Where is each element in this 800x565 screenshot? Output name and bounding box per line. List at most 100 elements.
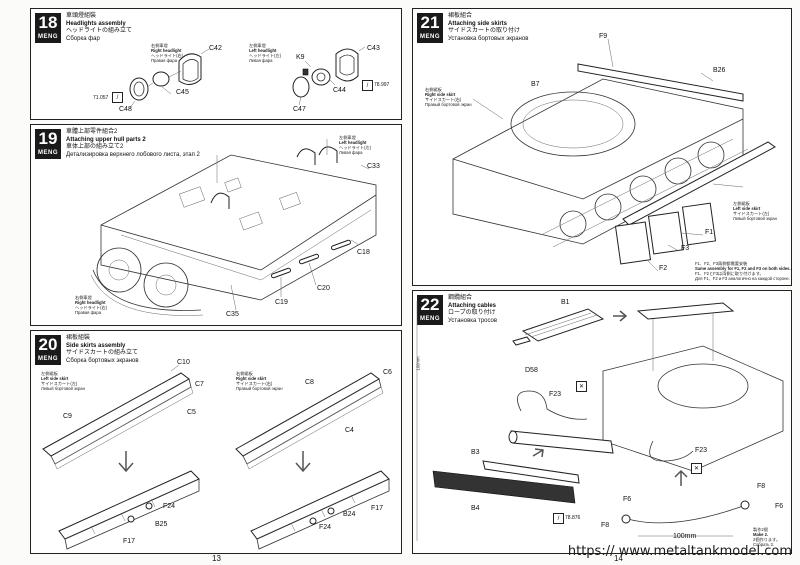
step-22-title-cn: 鋼纜組合 (448, 295, 473, 301)
part-label: C9 (63, 413, 72, 420)
step-20-number: 20 (38, 335, 58, 354)
paint-code: 71.057 (93, 95, 109, 101)
page-left: 18 MENG 車頭燈組裝 Headlights assembly ヘッドライト… (30, 8, 402, 563)
part-label: B3 (471, 449, 480, 456)
step-22-panel: 22 MENG 鋼纜組合 Attaching cables ロープの取り付け У… (412, 290, 792, 554)
step-19-title-en: Attaching upper hull parts 2 (66, 136, 146, 143)
step-21-title-cn: 裙板組合 (448, 13, 473, 19)
step-21-title-ru: Установка бортовых экранов (448, 35, 529, 42)
step-18-title-ru: Сборка фар (66, 35, 100, 42)
step-21-brand: MENG (420, 34, 440, 40)
step-20-badge: 20 MENG (35, 335, 61, 365)
part-label: B26 (713, 67, 726, 74)
part-label: F6 (775, 503, 784, 510)
step-22-brand: MENG (420, 316, 440, 322)
step-20-title-ru: Сборка бортовых экранов (66, 357, 139, 364)
step-21-panel: 21 MENG 裙板組合 Attaching side skirts サイドスカ… (412, 8, 792, 286)
part-label: C7 (195, 381, 204, 388)
step-18-title-en: Headlights assembly (66, 20, 126, 27)
part-label: C47 (293, 106, 306, 113)
step-22-number: 22 (420, 295, 440, 314)
step-20-drawing (42, 364, 390, 550)
part-label: C43 (367, 45, 380, 52)
step-19-number: 19 (38, 129, 58, 148)
part-label: F1 (705, 229, 714, 236)
part-label: F24 (319, 524, 332, 531)
part-label: C18 (357, 249, 370, 256)
step-19-title-jp: 車体上部の組み立て2 (66, 144, 124, 150)
step-18-badge: 18 MENG (35, 13, 61, 43)
step-19-drawing (90, 139, 377, 316)
step-22-badge: 22 MENG (417, 295, 443, 325)
page-right: 21 MENG 裙板組合 Attaching side skirts サイドスカ… (404, 0, 800, 565)
step-22-title-jp: ロープの取り付け (448, 310, 496, 316)
step-21-badge: 21 MENG (417, 13, 443, 43)
step-18-panel: 18 MENG 車頭燈組裝 Headlights assembly ヘッドライト… (30, 8, 402, 120)
dimension-label: 100mm (673, 533, 697, 540)
part-label: C45 (176, 89, 189, 96)
part-label: C5 (187, 409, 196, 416)
page-number-right: 14 (614, 554, 623, 563)
paint-icon: / (362, 80, 373, 91)
ruler-label: 100mm (415, 356, 421, 371)
step-18-title-cn: 車頭燈組裝 (66, 13, 97, 19)
part-label: C4 (345, 427, 354, 434)
watermark: https:// www.metaltankmodel.com (567, 544, 792, 559)
part-label: F8 (601, 522, 610, 529)
step-22-title-en: Attaching cables (448, 302, 497, 309)
part-label: F9 (599, 33, 608, 40)
part-label: B24 (343, 511, 356, 518)
part-label: F6 (623, 496, 632, 503)
step-20-panel: 20 MENG 裙板組裝 Side skirts assembly サイドスカー… (30, 330, 402, 554)
part-label: C33 (367, 163, 380, 170)
page-number-left: 13 (212, 554, 221, 563)
part-label: F17 (123, 538, 136, 545)
part-label: C35 (226, 311, 239, 318)
sprue-icon: ✕ (576, 381, 587, 392)
part-label: K9 (296, 54, 305, 61)
paint-icon: / (553, 513, 564, 524)
paint-code: 78.997 (374, 82, 390, 88)
step-21-drawing (452, 38, 776, 272)
step-18-drawing (128, 46, 366, 110)
sprue-icon: ✕ (691, 463, 702, 474)
part-label: C42 (209, 45, 222, 52)
part-label: C48 (119, 106, 132, 113)
part-label: F24 (163, 503, 176, 510)
step-19-badge: 19 MENG (35, 129, 61, 159)
step-18-title-jp: ヘッドライトの組み立て (66, 28, 133, 34)
part-label: B1 (561, 299, 570, 306)
step-20-title-jp: サイドスカートの組み立て (66, 350, 139, 356)
part-label: C8 (305, 379, 314, 386)
part-label: F8 (757, 483, 766, 490)
step-22-title-ru: Установка тросов (448, 317, 498, 324)
step-20-title-en: Side skirts assembly (66, 342, 126, 349)
step-19-brand: MENG (38, 150, 58, 156)
part-label: C19 (275, 299, 288, 306)
part-label: C10 (177, 359, 190, 366)
part-label: C6 (383, 369, 392, 376)
step-21-number: 21 (420, 13, 440, 32)
part-label: B7 (531, 81, 540, 88)
part-label: D58 (525, 367, 538, 374)
part-label: C20 (317, 285, 330, 292)
paint-code: 78.876 (565, 515, 581, 521)
part-label: F23 (695, 447, 708, 454)
part-label: B4 (471, 505, 480, 512)
step-19-title-cn: 車體上部零件組合2 (66, 129, 118, 135)
step-22-drawing (416, 301, 784, 541)
step-20-title-cn: 裙板組裝 (66, 335, 91, 341)
paint-icon: / (112, 92, 123, 103)
step-21-title-jp: サイドスカートの取り付け (448, 28, 521, 34)
part-label: C44 (333, 87, 346, 94)
